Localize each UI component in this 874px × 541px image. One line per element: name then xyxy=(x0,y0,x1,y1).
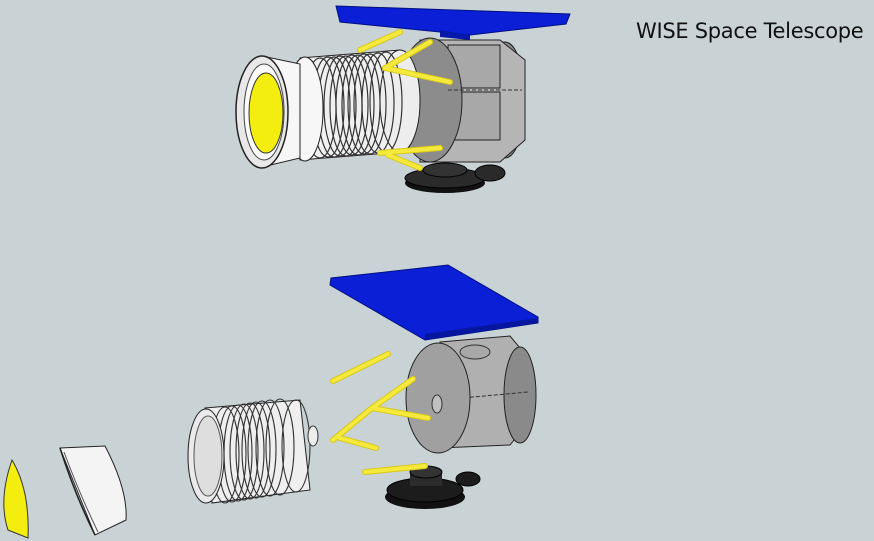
exploded-sunshade-cone xyxy=(59,445,127,536)
exploded-mirror xyxy=(3,458,29,539)
solar-panel xyxy=(335,5,571,40)
exploded-baffle-cylinder xyxy=(187,398,319,504)
exploded-instrument-body xyxy=(405,335,537,454)
exploded-solar-panel xyxy=(329,264,539,341)
assembled-telescope xyxy=(235,5,571,193)
baffle-cylinder xyxy=(286,49,421,162)
diagram-title: WISE Space Telescope xyxy=(636,19,864,43)
instrument-body xyxy=(397,37,526,163)
exploded-telescope xyxy=(3,264,539,539)
mount-base xyxy=(404,162,506,193)
exploded-mount-base xyxy=(385,465,481,509)
primary-mirror xyxy=(248,72,284,154)
